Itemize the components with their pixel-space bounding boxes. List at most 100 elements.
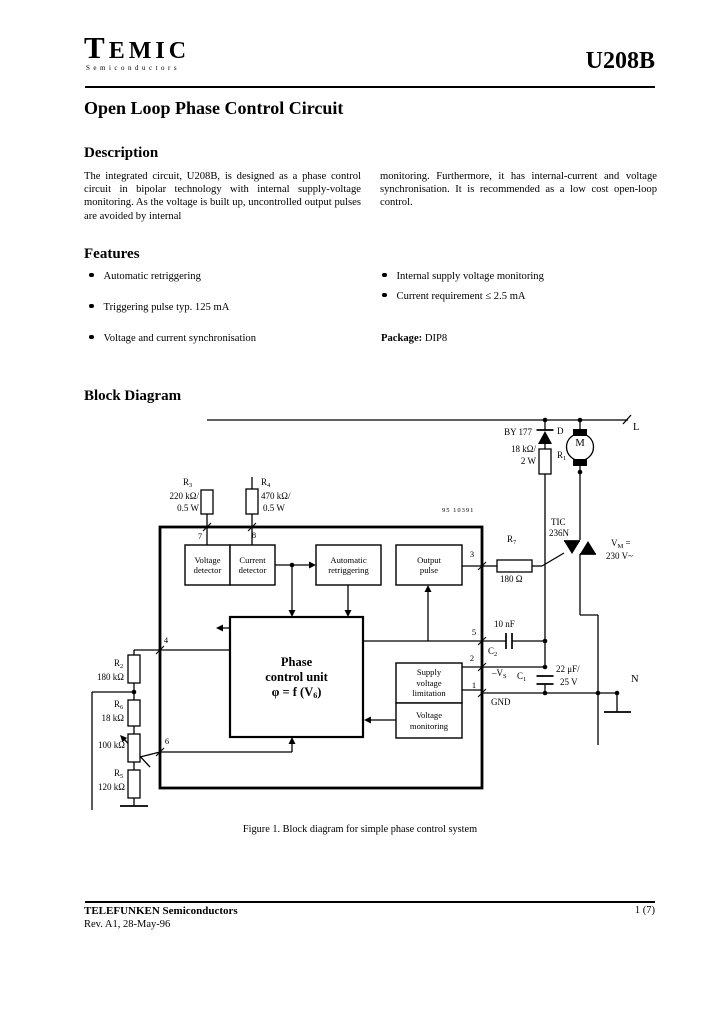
block-diagram-heading: Block Diagram: [84, 388, 182, 404]
capacitor-c1-voltage: 25 V: [560, 677, 578, 687]
resistor-r1-power: 2 W: [520, 456, 536, 466]
voltage-detector-box: [184, 544, 231, 586]
ic-internal-wires: [160, 527, 482, 753]
pin-4: 4: [163, 635, 169, 645]
feature-item: Internal supply voltage monitoring: [382, 271, 544, 282]
mains-l-wire: [207, 414, 632, 425]
vm-label: VM =: [611, 538, 631, 550]
description-heading: Description: [84, 145, 159, 161]
pin-6: 6: [164, 736, 170, 746]
diode-r1-branch: [536, 420, 554, 667]
circuit-svg: [91, 414, 632, 810]
triac-type-line1: TIC: [551, 517, 566, 527]
bullet-icon: [89, 303, 94, 308]
phase-control-box: [228, 615, 365, 739]
resistor-r1-label: R1: [557, 450, 567, 462]
capacitor-c2: [482, 633, 545, 649]
resistor-r4-power: 0.5 W: [263, 503, 285, 513]
brand-logo: TEMIC: [84, 30, 191, 65]
capacitor-c2-label: C2: [488, 646, 498, 658]
net-n-label: N: [631, 674, 639, 685]
resistor-r3-value: 220 kΩ/: [169, 491, 199, 501]
vm-value: 230 V~: [606, 551, 633, 561]
pin-7: 7: [197, 531, 203, 541]
resistor-r6-value: 18 kΩ: [101, 713, 124, 723]
drawing-number: 95 10391: [442, 507, 475, 514]
package-line: Package: DIP8: [381, 333, 448, 344]
pin-5: 5: [471, 627, 477, 637]
resistor-r2-label: R2: [114, 658, 124, 670]
net-l-label: L: [633, 422, 640, 433]
bullet-icon: [89, 272, 94, 277]
potentiometer-body: [127, 733, 141, 763]
resistor-r7-label: R7: [507, 534, 517, 546]
figure-caption: Figure 1. Block diagram for simple phase…: [242, 824, 478, 835]
diode-ref: D: [557, 426, 564, 436]
resistor-r4-label: R4: [261, 477, 271, 489]
resistor-r2-body: [127, 654, 141, 684]
feature-item: Triggering pulse typ. 125 mA: [89, 302, 229, 313]
bullet-icon: [89, 334, 94, 339]
pin-3: 3: [469, 549, 475, 559]
description-col2: monitoring. Furthermore, it has internal…: [380, 171, 657, 209]
auto-retrigger-box: [315, 544, 382, 586]
voltage-monitor-box: [395, 702, 463, 739]
pot-arrowhead: [120, 735, 128, 743]
resistor-r3-power: 0.5 W: [177, 503, 199, 513]
gnd-label: GND: [491, 697, 511, 707]
part-number: U208B: [585, 48, 655, 74]
potentiometer-value: 100 kΩ: [98, 740, 125, 750]
pin-2: 2: [469, 653, 475, 663]
triac-symbol: [541, 540, 599, 745]
header-rule: [85, 86, 655, 88]
brand-subtitle: Semiconductors: [86, 64, 181, 72]
capacitor-c2-value: 10 nF: [494, 619, 515, 629]
resistor-r5-label: R5: [114, 768, 124, 780]
footer-rule: [85, 901, 655, 903]
resistor-r1-value: 18 kΩ/: [511, 444, 536, 454]
supply-rails: [482, 666, 631, 713]
resistor-r4-value: 470 kΩ/: [261, 491, 291, 501]
feature-item: Automatic retriggering: [89, 271, 201, 282]
ic-boundary: [158, 525, 484, 790]
resistor-r6-body: [127, 699, 141, 727]
output-box: [395, 544, 463, 586]
triac-triangle-right: [580, 541, 596, 554]
page-title: Open Loop Phase Control Circuit: [84, 98, 344, 118]
resistor-r7-body: [496, 559, 533, 573]
diode-type: BY 177: [504, 427, 532, 437]
resistor-r5-value: 120 kΩ: [98, 782, 125, 792]
bullet-icon: [382, 272, 387, 277]
pin-marks: [155, 522, 487, 757]
footer-page-number: 1 (7): [634, 905, 655, 916]
phase-control-block: Phase control unit φ = f (V6): [265, 654, 328, 700]
resistor-r3-label: R3: [183, 477, 193, 489]
motor-label: M: [575, 438, 585, 449]
footer-company: TELEFUNKEN Semiconductors: [84, 905, 238, 917]
triac-triangle-left: [564, 541, 580, 554]
diode-triangle: [538, 431, 552, 444]
resistor-r6-label: R6: [114, 699, 124, 711]
capacitor-c1-label: C1: [517, 671, 527, 683]
resistor-r3-body: [200, 489, 214, 515]
resistor-r4-body: [245, 488, 259, 515]
triac-type-line2: 236N: [549, 528, 569, 538]
capacitor-c1-value: 22 μF/: [556, 664, 580, 674]
resistor-r5-body: [127, 769, 141, 799]
motor-brush-top: [573, 429, 587, 436]
pin-1: 1: [471, 680, 477, 690]
supply-limit-box: [395, 662, 463, 704]
vs-label: –VS: [492, 668, 507, 680]
pin-8: 8: [251, 530, 257, 540]
current-detector-box: [229, 544, 276, 586]
resistor-r2-value: 180 kΩ: [97, 672, 124, 682]
description-col1: The integrated circuit, U208B, is design…: [84, 171, 361, 222]
features-heading: Features: [84, 246, 140, 262]
resistor-r7-value: 180 Ω: [500, 574, 523, 584]
feature-item: Voltage and current synchronisation: [89, 333, 256, 344]
